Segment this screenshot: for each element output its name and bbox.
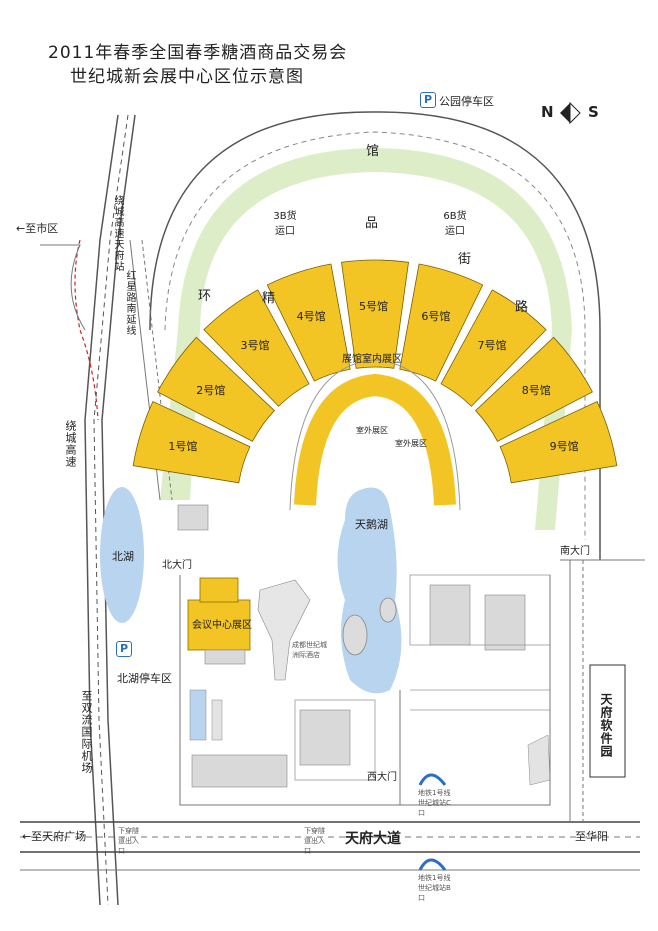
expressway-west-2 (101, 114, 136, 906)
north-lake-parking-label: 北湖停车区 (117, 672, 172, 685)
west-gate-label: 西大门 (367, 772, 397, 783)
hall-label-9: 9号馆 (549, 440, 579, 454)
to-airport-label: 至双流国际机场 (80, 690, 93, 774)
compass-south: S (588, 103, 599, 121)
hall-3 (203, 289, 310, 407)
hall-9 (499, 401, 618, 484)
north-lake (100, 487, 144, 623)
outdoor-area-label-2: 室外展区 (395, 439, 427, 448)
hotel-label: 成都世纪城洲际酒店 (292, 641, 327, 659)
to-tianfu-square-label: ←至天府广场 (22, 830, 87, 843)
ring-char-4: 路 (515, 300, 529, 315)
hall-6 (399, 263, 484, 382)
park-parking-label: 公园停车区 (439, 95, 494, 108)
hall-label-5: 5号馆 (359, 299, 388, 313)
ring-char-6: 精 (262, 291, 276, 306)
ring-road-inner (164, 131, 586, 540)
hotel-block (204, 649, 246, 665)
lake-island-2 (379, 597, 397, 623)
site-boundary (179, 575, 551, 806)
indoor-area-label: 展馆室内展区 (342, 354, 402, 365)
cargo-6b-label: 6B货运口 (443, 211, 467, 237)
lake-island-1 (342, 614, 368, 656)
metro-a-label: 地铁1号线世纪城站C口 (418, 789, 451, 817)
expressway-west-1 (84, 114, 119, 906)
map-title-line2: 世纪城新会展中心区位示意图 (70, 67, 304, 87)
hongxing-road-label: 红星路南延线 (124, 270, 135, 336)
hall-5 (341, 259, 409, 369)
tianfu-avenue-label: 天府大道 (345, 831, 401, 847)
software-park-box (589, 664, 626, 778)
building-left-2 (211, 699, 223, 741)
hall-label-7: 7号馆 (477, 338, 507, 352)
outdoor-area-arc (294, 373, 456, 506)
building-left-1 (189, 689, 207, 741)
north-lake-label: 北湖 (112, 550, 134, 563)
compass-north: N (541, 103, 554, 121)
metro-icon-1 (418, 773, 447, 786)
metro-icon-2 (418, 858, 447, 871)
to-huayang-label: 至华阳 (575, 830, 608, 843)
map-title-line1: 2011年春季全国春季糖酒商品交易会 (48, 43, 348, 63)
software-park-label: 天府软件园 (599, 692, 613, 758)
parking-icon: P (420, 92, 436, 108)
hall-4 (266, 263, 351, 382)
north-gate-label: 北大门 (162, 560, 192, 571)
to-city-label: ←至市区 (16, 222, 59, 235)
cargo-3b-label: 3B货运口 (273, 211, 297, 237)
conference-label: 会议中心展区 (192, 620, 252, 631)
hall-label-8: 8号馆 (521, 383, 551, 397)
interchange-gray (40, 244, 86, 331)
small-building (177, 504, 209, 531)
tunnel-2-label: 下穿隧道出入口 (304, 827, 325, 855)
metro-b-label: 地铁1号线世纪城站B口 (418, 874, 451, 902)
swan-lake-label: 天鹅湖 (355, 518, 388, 531)
outdoor-area-label: 室外展区 (356, 426, 388, 435)
ring-road-outer (149, 111, 601, 560)
ring-char-2: 品 (365, 216, 379, 231)
building-3 (429, 584, 471, 646)
hall-2 (157, 336, 275, 442)
hall-1 (132, 401, 251, 484)
inner-arc-edge (289, 359, 461, 511)
building-1 (299, 709, 351, 766)
conference-center-wing (199, 577, 239, 603)
hall-8 (475, 336, 593, 442)
building-4 (484, 594, 526, 651)
tunnel-1-label: 下穿隧道出入口 (118, 827, 139, 855)
parking-icon-north: P (116, 641, 132, 657)
building-2 (191, 754, 288, 788)
central-zone-outline (294, 699, 376, 781)
expressway-station-label: 绕城高速天府站 (112, 195, 123, 272)
hall-7 (440, 289, 547, 407)
hall-label-6: 6号馆 (421, 309, 451, 323)
hall-label-4: 4号馆 (296, 309, 326, 323)
hotel-building (257, 579, 311, 681)
south-gate-label: 南大门 (560, 546, 590, 557)
ring-char-1: 馆 (366, 144, 380, 159)
ring-char-5: 环 (198, 289, 212, 304)
hall-label-1: 1号馆 (168, 440, 198, 454)
conference-center (187, 599, 251, 651)
hall-label-3: 3号馆 (240, 338, 270, 352)
expressway-west-3 (93, 114, 129, 906)
south-zone-road (410, 689, 550, 711)
ring-expressway-label: 绕城高速 (64, 420, 77, 468)
exhibition-halls-fan (132, 259, 618, 484)
ring-char-3: 街 (458, 252, 472, 267)
building-stairs (527, 734, 551, 786)
compass-arrow-right-icon (569, 101, 581, 125)
hall-label-2: 2号馆 (196, 383, 226, 397)
